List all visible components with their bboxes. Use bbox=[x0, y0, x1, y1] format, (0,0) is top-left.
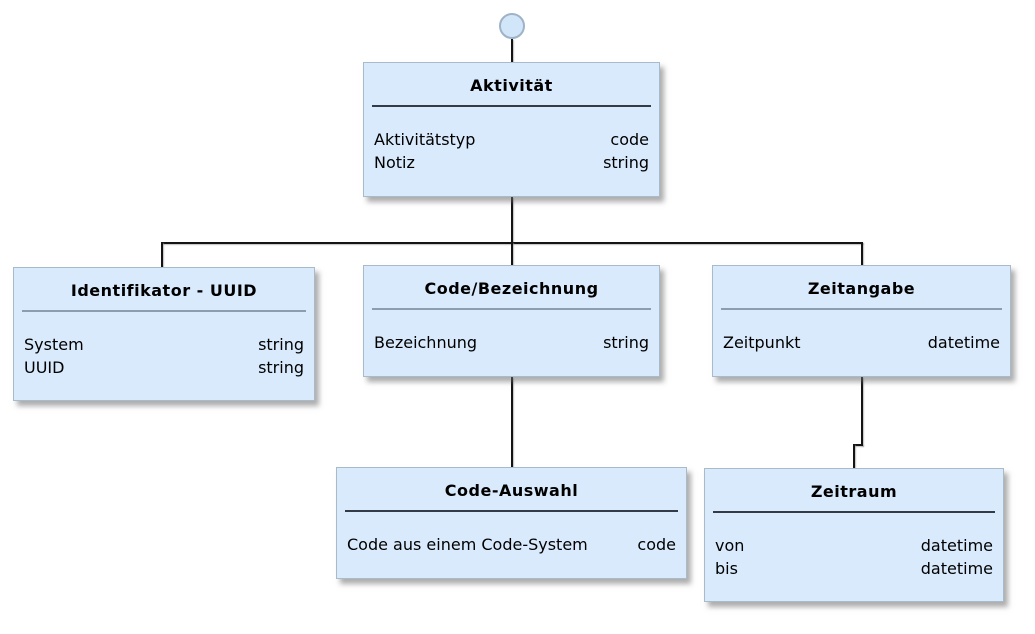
entity-divider bbox=[372, 105, 651, 107]
entity-divider bbox=[372, 308, 651, 310]
attribute-type: datetime bbox=[927, 333, 1000, 352]
attribute-type: code bbox=[610, 130, 649, 149]
edge-codebezeichnung-to-codeauswahl bbox=[511, 377, 513, 467]
entity-zeitangabe: Zeitangabe Zeitpunkt datetime bbox=[712, 265, 1011, 377]
attribute-list: von datetime bis datetime bbox=[705, 534, 1003, 580]
attribute-row: Code aus einem Code-System code bbox=[347, 533, 676, 556]
attribute-row: Zeitpunkt datetime bbox=[723, 331, 1000, 354]
edge-start-to-aktivitaet bbox=[511, 39, 513, 62]
edge-drop-zeitangabe bbox=[861, 242, 863, 265]
attribute-row: Notiz string bbox=[374, 151, 649, 174]
attribute-type: datetime bbox=[920, 559, 993, 578]
attribute-list: Aktivitätstyp code Notiz string bbox=[364, 128, 659, 174]
attribute-name: Notiz bbox=[374, 153, 415, 172]
attribute-type: code bbox=[637, 535, 676, 554]
attribute-name: bis bbox=[715, 559, 738, 578]
attribute-list: Code aus einem Code-System code bbox=[337, 533, 686, 556]
attribute-row: Bezeichnung string bbox=[374, 331, 649, 354]
entity-title: Identifikator - UUID bbox=[70, 281, 258, 300]
edge-to-zeitraum bbox=[853, 444, 855, 468]
edge-aktivitaet-down bbox=[511, 197, 513, 243]
attribute-name: System bbox=[24, 335, 84, 354]
attribute-name: UUID bbox=[24, 358, 65, 377]
entity-title: Code-Auswahl bbox=[444, 481, 579, 500]
attribute-list: System string UUID string bbox=[14, 333, 314, 379]
attribute-name: Aktivitätstyp bbox=[374, 130, 476, 149]
attribute-name: Zeitpunkt bbox=[723, 333, 801, 352]
attribute-row: von datetime bbox=[715, 534, 993, 557]
entity-zeitraum: Zeitraum von datetime bis datetime bbox=[704, 468, 1004, 602]
attribute-list: Bezeichnung string bbox=[364, 331, 659, 354]
attribute-name: Code aus einem Code-System bbox=[347, 535, 588, 554]
attribute-type: string bbox=[603, 333, 649, 352]
entity-divider bbox=[22, 310, 306, 312]
attribute-name: von bbox=[715, 536, 745, 555]
entity-code-auswahl: Code-Auswahl Code aus einem Code-System … bbox=[336, 467, 687, 579]
attribute-type: string bbox=[258, 335, 304, 354]
entity-divider bbox=[713, 511, 995, 513]
edge-drop-code-bezeichnung bbox=[511, 242, 513, 265]
entity-identifikator-uuid: Identifikator - UUID System string UUID … bbox=[13, 267, 315, 401]
edge-zeitangabe-down bbox=[861, 377, 863, 446]
entity-title: Aktivität bbox=[470, 76, 553, 95]
edge-drop-identifikator bbox=[161, 242, 163, 267]
entity-title: Zeitangabe bbox=[807, 279, 916, 298]
edge-zeitangabe-jog bbox=[853, 444, 863, 446]
entity-divider bbox=[721, 308, 1002, 310]
attribute-row: bis datetime bbox=[715, 557, 993, 580]
attribute-type: string bbox=[258, 358, 304, 377]
attribute-name: Bezeichnung bbox=[374, 333, 478, 352]
attribute-row: System string bbox=[24, 333, 304, 356]
entity-title: Code/Bezeichnung bbox=[424, 279, 599, 298]
attribute-list: Zeitpunkt datetime bbox=[713, 331, 1010, 354]
attribute-row: Aktivitätstyp code bbox=[374, 128, 649, 151]
entity-divider bbox=[345, 510, 678, 512]
entity-code-bezeichnung: Code/Bezeichnung Bezeichnung string bbox=[363, 265, 660, 377]
entity-aktivitaet: Aktivität Aktivitätstyp code Notiz strin… bbox=[363, 62, 660, 197]
attribute-type: datetime bbox=[920, 536, 993, 555]
attribute-row: UUID string bbox=[24, 356, 304, 379]
entity-title: Zeitraum bbox=[810, 482, 898, 501]
start-node-circle-icon bbox=[499, 13, 525, 39]
attribute-type: string bbox=[603, 153, 649, 172]
